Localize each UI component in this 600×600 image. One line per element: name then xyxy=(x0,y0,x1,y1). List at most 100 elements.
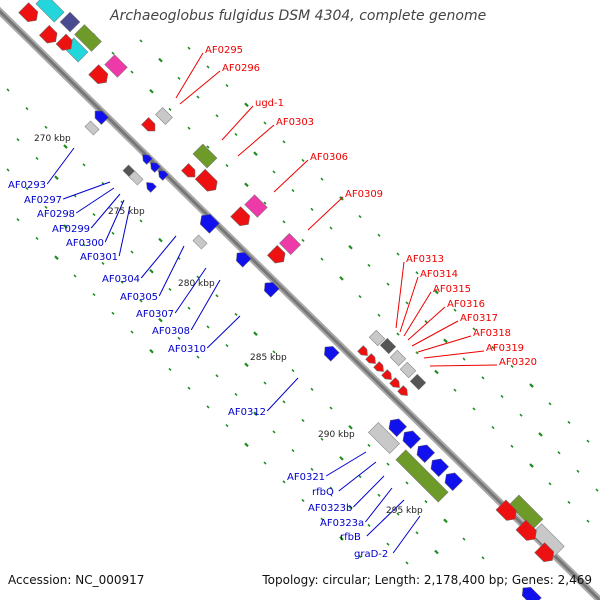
tick-mark xyxy=(396,512,400,516)
gene-box xyxy=(409,373,427,391)
leader-line xyxy=(46,147,75,185)
gene-arrow xyxy=(230,206,251,227)
tick-mark xyxy=(481,556,485,560)
gene-block xyxy=(199,213,220,234)
gene-block xyxy=(230,206,251,227)
gene-label-reverse: graD-2 xyxy=(354,549,388,560)
tick-mark xyxy=(282,140,286,144)
tick-mark xyxy=(291,449,295,453)
tick-mark xyxy=(130,250,134,254)
gene-arrow xyxy=(55,33,73,51)
tick-mark xyxy=(272,350,276,354)
kbp-label: 280 kbp xyxy=(178,279,215,289)
tick-mark xyxy=(320,257,324,261)
gene-label-reverse: rfbQ xyxy=(312,487,334,498)
gene-arrow xyxy=(402,430,421,449)
gene-block xyxy=(521,586,542,600)
accession-text: Accession: NC_000917 xyxy=(8,573,145,587)
tick-mark xyxy=(149,268,154,274)
tick-mark xyxy=(63,144,68,149)
gene-arrow xyxy=(521,586,542,600)
tick-mark xyxy=(548,482,552,486)
gene-label-forward: AF0306 xyxy=(310,152,348,163)
leader-line xyxy=(266,377,299,412)
gene-arrow xyxy=(365,353,376,364)
tick-mark xyxy=(206,145,210,149)
tick-mark xyxy=(177,336,181,340)
tick-mark xyxy=(215,374,219,378)
leader-line xyxy=(395,261,405,329)
gene-label-forward: AF0318 xyxy=(473,328,511,339)
tick-mark xyxy=(377,233,381,237)
gene-box xyxy=(128,170,144,186)
tick-mark xyxy=(576,469,580,473)
gene-arrow xyxy=(534,542,555,563)
leader-line xyxy=(325,451,367,477)
tick-mark xyxy=(234,312,238,317)
gene-block xyxy=(264,282,280,298)
tick-mark xyxy=(92,213,96,217)
tick-mark xyxy=(310,387,314,391)
gene-arrow xyxy=(236,252,252,268)
tick-mark xyxy=(462,357,466,361)
leader-line xyxy=(90,193,121,229)
tick-mark xyxy=(187,306,191,310)
tick-mark xyxy=(206,65,210,69)
tick-mark xyxy=(329,406,333,410)
tick-mark xyxy=(253,151,258,156)
gene-block xyxy=(236,252,252,268)
tick-mark xyxy=(557,451,561,455)
tick-mark xyxy=(586,519,590,523)
gene-block xyxy=(155,107,173,125)
kbp-label: 290 kbp xyxy=(318,430,355,440)
tick-mark xyxy=(149,88,154,94)
gene-label-reverse: AF0307 xyxy=(136,309,174,320)
tick-mark xyxy=(320,177,324,181)
gene-arrow xyxy=(146,182,157,193)
gene-block xyxy=(39,25,58,44)
tick-mark xyxy=(538,432,543,437)
gene-arrow xyxy=(324,346,340,362)
gene-block xyxy=(409,373,427,391)
gene-block xyxy=(368,422,400,454)
kbp-label: 285 kbp xyxy=(250,353,287,363)
gene-label-reverse: AF0299 xyxy=(52,224,90,235)
gene-label-forward: ugd-1 xyxy=(255,98,284,109)
gene-label-reverse: AF0310 xyxy=(168,344,206,355)
leader-line xyxy=(423,350,485,359)
tick-mark xyxy=(348,244,353,250)
tick-mark xyxy=(491,346,495,350)
tick-mark xyxy=(244,182,249,188)
tick-mark xyxy=(358,215,362,219)
gene-arrow xyxy=(430,458,449,477)
tick-mark xyxy=(44,125,48,129)
tick-mark xyxy=(282,400,286,404)
gene-arrow-small xyxy=(373,361,384,372)
leader-line xyxy=(392,515,421,554)
tick-mark xyxy=(462,537,466,541)
tick-mark xyxy=(443,518,448,524)
tick-mark xyxy=(111,311,115,315)
gene-box xyxy=(192,234,208,250)
tick-mark xyxy=(272,170,276,174)
tick-mark xyxy=(177,76,181,80)
gene-arrow xyxy=(199,213,220,234)
tick-mark xyxy=(225,344,229,348)
leader-line xyxy=(190,279,221,331)
leader-line xyxy=(118,205,131,257)
gene-block xyxy=(194,168,218,192)
gene-label-reverse: AF0301 xyxy=(80,252,118,263)
tick-mark xyxy=(215,294,219,298)
gene-label-reverse: AF0308 xyxy=(152,326,190,337)
gene-arrow xyxy=(267,245,286,264)
tick-mark xyxy=(386,282,390,286)
tick-mark xyxy=(168,367,172,372)
gene-arrow xyxy=(495,499,517,521)
tick-mark xyxy=(367,443,371,448)
gene-arrow xyxy=(357,345,368,356)
tick-mark xyxy=(263,201,267,205)
gene-box xyxy=(35,0,65,23)
gene-block xyxy=(59,11,81,33)
tick-mark xyxy=(339,456,344,461)
